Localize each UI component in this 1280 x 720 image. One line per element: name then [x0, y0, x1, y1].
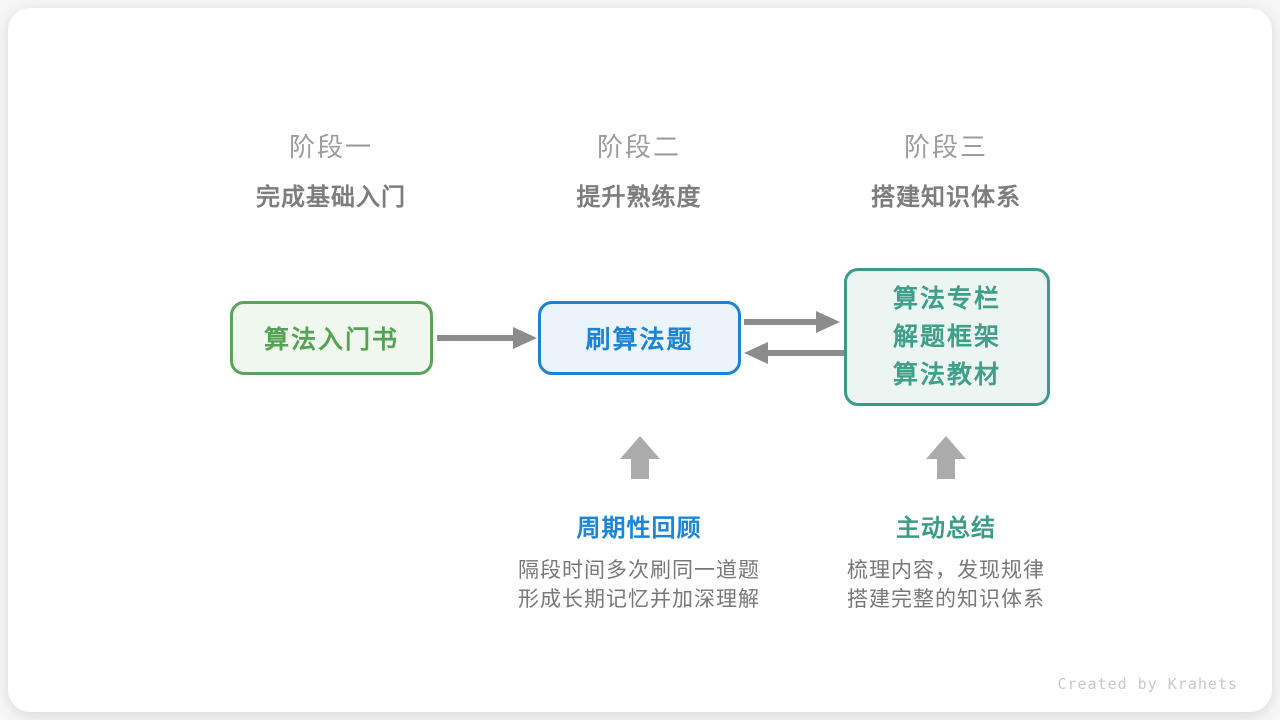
- note-periodic-review-description: 隔段时间多次刷同一道题 形成长期记忆并加深理解: [469, 556, 809, 614]
- note-active-summary-title: 主动总结: [896, 515, 996, 542]
- arrow-left-head: [744, 342, 768, 364]
- note-line: 搭建完整的知识体系: [847, 588, 1045, 611]
- stage-2-subtitle: 提升熟练度: [576, 184, 702, 211]
- node-knowledge-line-2: 解题框架: [892, 323, 1001, 351]
- arrow-right-line: [437, 335, 515, 341]
- node-knowledge-line-3: 算法教材: [892, 361, 1001, 389]
- arrow-up-stem: [937, 458, 955, 479]
- arrow-up-stem: [631, 458, 649, 479]
- node-knowledge-line-1: 算法专栏: [892, 285, 1001, 313]
- arrow-right-line: [744, 319, 818, 325]
- arrow-up-head: [620, 436, 660, 459]
- note-line: 隔段时间多次刷同一道题: [518, 559, 760, 582]
- node-intro-book-label: 算法入门书: [263, 326, 399, 354]
- note-line: 梳理内容，发现规律: [847, 559, 1045, 582]
- node-practice-problems-label: 刷算法题: [585, 326, 694, 354]
- arrow-right-head: [816, 311, 840, 333]
- note-periodic-review-title: 周期性回顾: [576, 515, 702, 542]
- node-practice-problems: 刷算法题: [538, 301, 741, 375]
- arrow-up-head: [926, 436, 966, 459]
- arrow-left-line: [767, 350, 844, 356]
- stage-2-label: 阶段二: [596, 132, 681, 162]
- node-intro-book: 算法入门书: [230, 301, 433, 375]
- note-line: 形成长期记忆并加深理解: [518, 588, 760, 611]
- stage-1-subtitle: 完成基础入门: [256, 184, 406, 211]
- stage-1-label: 阶段一: [288, 132, 373, 162]
- node-knowledge-resources: 算法专栏 解题框架 算法教材: [844, 268, 1050, 406]
- credit-text: Created by Krahets: [1057, 675, 1238, 693]
- arrow-right-head: [513, 327, 537, 349]
- stage-3-label: 阶段三: [903, 132, 988, 162]
- note-active-summary-description: 梳理内容，发现规律 搭建完整的知识体系: [776, 556, 1116, 614]
- stage-3-subtitle: 搭建知识体系: [871, 184, 1021, 211]
